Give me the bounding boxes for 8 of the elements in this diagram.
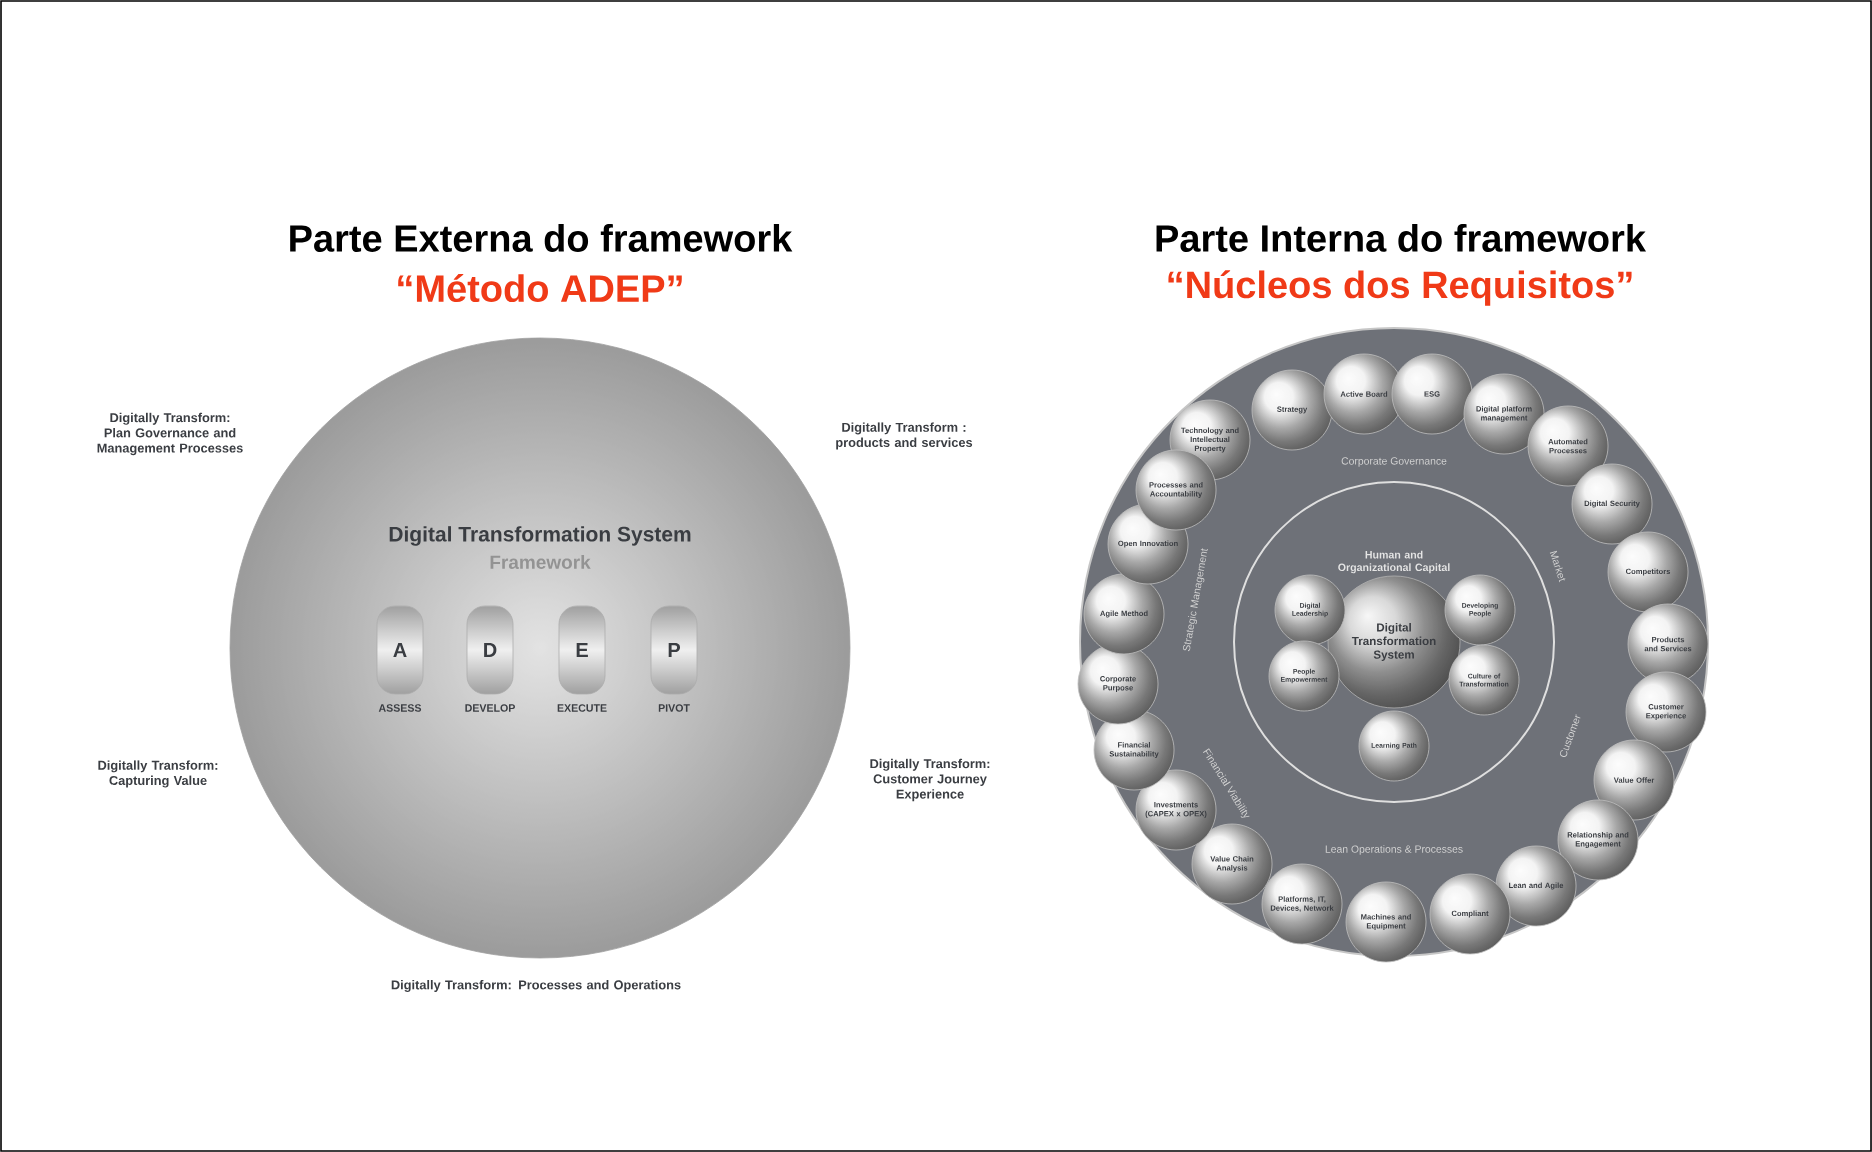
step-pill: A [376,605,424,695]
step-pill: D [466,605,514,695]
subheading: “Núcleos dos Requisitos” [1168,270,1632,306]
step-pill: P [650,605,698,695]
heading: Parte Externa do framework [290,224,793,252]
heading: Parte Interna do framework [1156,224,1647,252]
subheading: “Método ADEP” [398,273,682,303]
step-pill: E [558,605,606,695]
